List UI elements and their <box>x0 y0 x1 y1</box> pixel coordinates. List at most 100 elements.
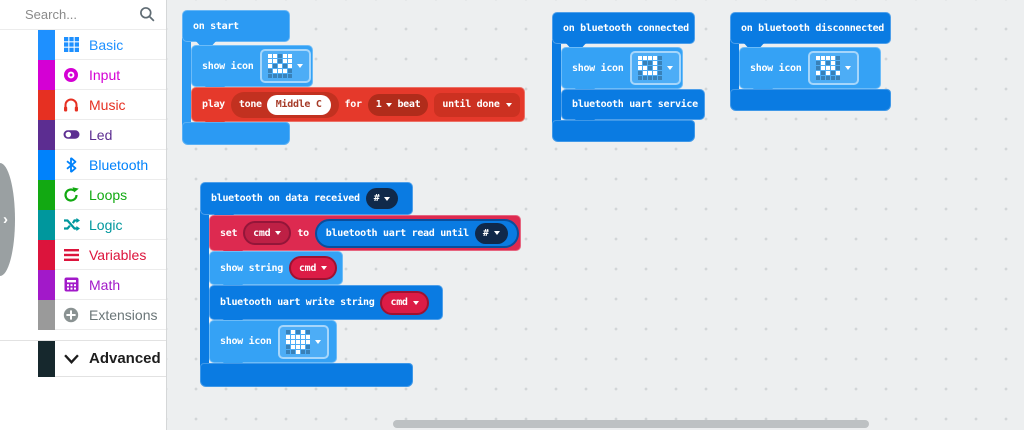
block-label: for <box>344 99 362 110</box>
block-label: show string <box>220 262 283 274</box>
on-start-spine <box>182 38 191 126</box>
on-disconnected-spine <box>730 40 739 93</box>
set-variable-block[interactable]: set cmd to bluetooth uart read until # <box>209 215 521 251</box>
block-label: on bluetooth disconnected <box>741 22 885 34</box>
dropdown-arrow-icon <box>505 102 512 107</box>
sidebar-item-label: Advanced <box>89 350 161 367</box>
block-label: show icon <box>572 62 624 74</box>
search-input[interactable] <box>25 7 139 22</box>
dropdown-arrow-icon <box>493 231 500 235</box>
on-connected-foot[interactable] <box>552 120 695 142</box>
calculator-icon <box>61 277 81 292</box>
play-mode-dropdown[interactable]: until done <box>434 92 520 117</box>
show-string-block[interactable]: show string cmd <box>209 251 343 285</box>
category-color-strip <box>38 239 55 270</box>
block-label: bluetooth uart write string <box>220 297 375 308</box>
toolbox-search-row <box>0 0 166 30</box>
icon-dropdown-field[interactable] <box>277 324 329 359</box>
on-start-foot[interactable] <box>182 122 290 145</box>
dropdown-arrow-icon <box>386 102 393 107</box>
sidebar-item-music[interactable]: Music <box>38 89 166 120</box>
toolbox-sidebar: Basic Input Music <box>0 0 167 430</box>
block-label: on start <box>193 20 239 32</box>
advanced-section: Advanced <box>0 340 166 377</box>
variable-dropdown[interactable]: cmd <box>243 221 292 245</box>
block-label: show icon <box>750 62 802 74</box>
on-disconnected-foot[interactable] <box>730 89 891 111</box>
show-icon-block[interactable]: show icon <box>561 47 683 89</box>
led-pattern <box>815 56 840 80</box>
block-label: play <box>202 99 225 110</box>
note-field[interactable]: Middle C <box>266 94 331 115</box>
uart-write-string-block[interactable]: bluetooth uart write string cmd <box>209 285 443 320</box>
sidebar-item-label: Led <box>89 126 113 143</box>
show-icon-block[interactable]: show icon <box>191 45 313 87</box>
bluetooth-on-data-received-block[interactable]: bluetooth on data received # <box>200 182 413 215</box>
category-color-strip <box>38 29 55 60</box>
on-data-spine <box>200 211 209 367</box>
category-color-strip <box>38 149 55 180</box>
block-workspace[interactable]: on start show icon play tone Middle C fo… <box>167 0 1024 430</box>
horizontal-scrollbar[interactable] <box>393 420 869 428</box>
category-color-strip <box>38 299 55 330</box>
sidebar-item-label: Math <box>89 276 121 293</box>
chevron-right-icon: › <box>3 211 8 228</box>
sidebar-item-variables[interactable]: Variables <box>38 239 166 270</box>
play-tone-block[interactable]: play tone Middle C for 1 beat until done <box>191 87 525 122</box>
variable-pill[interactable]: cmd <box>288 256 338 280</box>
sidebar-item-bluetooth[interactable]: Bluetooth <box>38 149 166 180</box>
category-color-strip <box>38 119 55 150</box>
input-circle-icon <box>61 67 81 83</box>
sidebar-item-input[interactable]: Input <box>38 59 166 90</box>
sidebar-item-basic[interactable]: Basic <box>38 29 166 60</box>
block-label: show icon <box>220 336 272 347</box>
uart-read-until-block[interactable]: bluetooth uart read until # <box>314 218 519 248</box>
show-icon-block[interactable]: show icon <box>209 320 337 363</box>
sidebar-item-advanced[interactable]: Advanced <box>38 340 166 377</box>
dropdown-arrow-icon <box>296 64 303 68</box>
delimiter-dropdown[interactable]: # <box>474 222 508 244</box>
block-label: to <box>297 227 309 239</box>
on-start-block[interactable]: on start <box>182 10 290 42</box>
beat-sub-block[interactable]: 1 beat <box>367 93 429 116</box>
dropdown-arrow-icon <box>321 266 328 270</box>
dropdown-arrow-icon <box>275 231 282 235</box>
icon-dropdown-field[interactable] <box>259 49 311 83</box>
category-color-strip <box>38 340 55 377</box>
led-pattern <box>637 56 662 80</box>
led-pattern <box>267 54 292 78</box>
category-color-strip <box>38 179 55 210</box>
sidebar-item-led[interactable]: Led <box>38 119 166 150</box>
search-icon <box>140 7 155 22</box>
toolbox-collapse-handle[interactable]: › <box>0 163 15 276</box>
sidebar-item-label: Music <box>89 96 126 113</box>
on-bluetooth-disconnected-block[interactable]: on bluetooth disconnected <box>730 12 891 44</box>
loop-arrow-icon <box>61 186 81 203</box>
block-label: bluetooth on data received <box>211 193 360 204</box>
sidebar-item-label: Variables <box>89 246 147 263</box>
on-bluetooth-connected-block[interactable]: on bluetooth connected <box>552 12 695 44</box>
bluetooth-icon <box>61 156 81 173</box>
block-label: on bluetooth connected <box>563 22 689 34</box>
sidebar-item-logic[interactable]: Logic <box>38 209 166 240</box>
category-color-strip <box>38 269 55 300</box>
bluetooth-uart-service-block[interactable]: bluetooth uart service <box>561 89 705 120</box>
sidebar-item-math[interactable]: Math <box>38 269 166 300</box>
sidebar-item-extensions[interactable]: Extensions <box>38 299 166 330</box>
on-data-foot[interactable] <box>200 363 413 387</box>
tone-sub-block[interactable]: tone Middle C <box>230 91 339 118</box>
delimiter-dropdown[interactable]: # <box>365 188 399 209</box>
category-color-strip <box>38 59 55 90</box>
block-label: show icon <box>202 60 254 72</box>
bars-icon <box>61 248 81 262</box>
plus-circle-icon <box>61 307 81 323</box>
headphones-icon <box>61 97 81 113</box>
icon-dropdown-field[interactable] <box>629 51 681 85</box>
variable-pill[interactable]: cmd <box>380 290 429 315</box>
icon-dropdown-field[interactable] <box>807 51 859 85</box>
on-connected-spine <box>552 40 561 124</box>
show-icon-block[interactable]: show icon <box>739 47 881 89</box>
sidebar-item-loops[interactable]: Loops <box>38 179 166 210</box>
dropdown-arrow-icon <box>666 66 673 70</box>
